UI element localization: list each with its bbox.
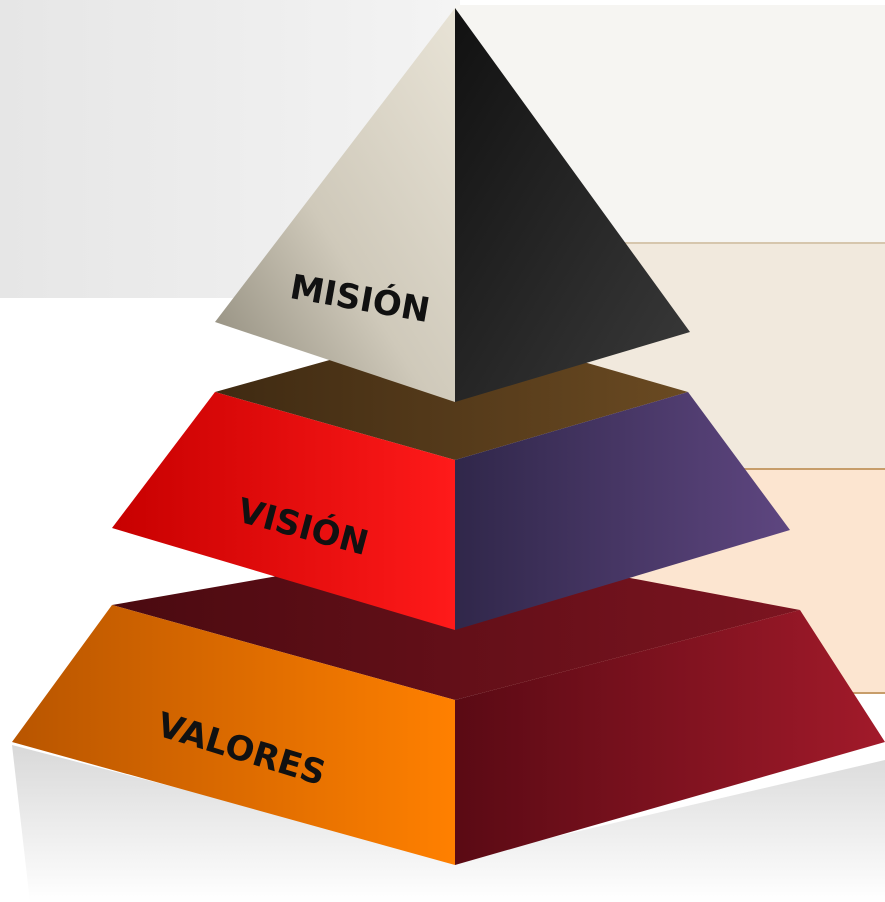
pyramid-shadow: [12, 745, 885, 902]
middle-tier-front-face: [112, 392, 455, 630]
top-tier-light-face: [215, 8, 455, 402]
bottom-tier-front-face: [12, 605, 455, 865]
bottom-tier-side-face: [455, 610, 885, 865]
middle-tier-side-face: [455, 392, 790, 630]
top-tier-dark-face: [455, 8, 690, 402]
